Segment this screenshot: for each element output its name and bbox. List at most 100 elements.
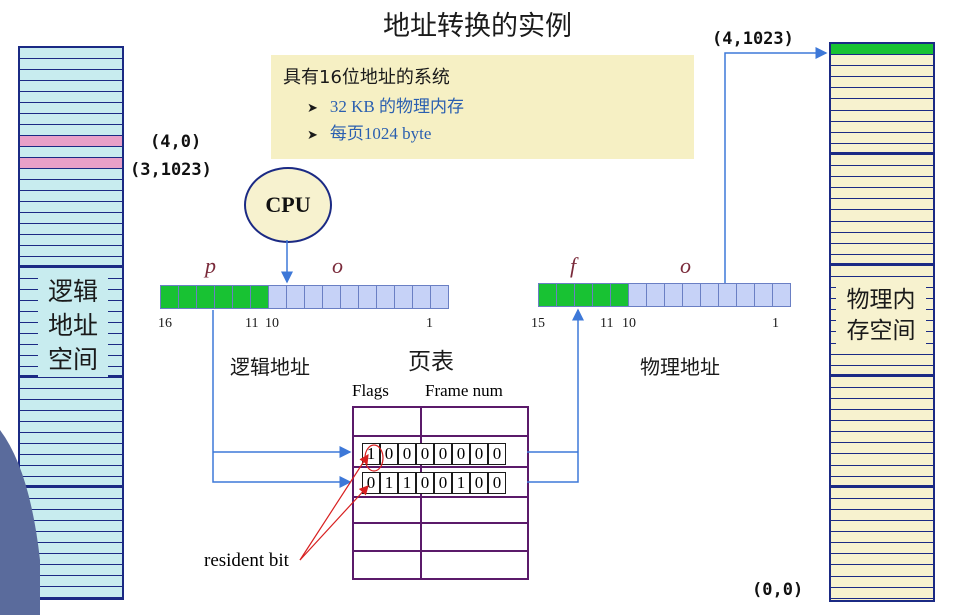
logical-bottom-coord: (3,1023) [130,160,212,180]
address-bit-cell [341,286,359,308]
address-bit-cell [215,286,233,308]
resident-bit-highlight [364,444,384,472]
page-index-arrow [212,310,352,488]
physical-top-coord: (4,1023) [712,29,794,49]
address-bit-cell [773,284,790,306]
address-bit-cell [359,286,377,308]
memory-row [831,588,933,599]
physical-bottom-coord: (0,0) [752,580,804,600]
address-bit-cell [323,286,341,308]
memory-row [20,411,122,422]
memory-row [20,103,122,114]
memory-row [831,266,933,277]
bit-label: 10 [265,316,279,331]
callout-heading: 具有16位地址的系统 [283,67,450,88]
memory-row [20,587,122,598]
address-bit-cell [179,286,197,308]
memory-row [831,466,933,477]
address-bit-cell [197,286,215,308]
logical-space-label-line: 空间 [47,345,98,374]
address-bit-cell [611,284,629,306]
frame-bit-cell: 0 [470,472,488,494]
address-bit-cell [269,286,287,308]
logical-space-label-line: 地址 [47,311,98,340]
memory-row [20,224,122,235]
address-bit-cell [161,286,179,308]
frame-bit-cell: 0 [452,443,470,465]
address-bit-cell [737,284,755,306]
memory-row [20,477,122,488]
bit-label: 1 [426,316,433,331]
frame-bit-cell: 0 [488,472,506,494]
resident-bit-pointer [299,485,369,561]
logical-space-label-line: 逻辑 [47,277,98,306]
address-bit-cell [647,284,665,306]
memory-row [20,202,122,213]
memory-row [20,81,122,92]
callout-bullet-text: 32 KB 的物理内存 [329,97,465,116]
memory-row [20,70,122,81]
page-table-title: 页表 [408,349,454,375]
memory-row [831,554,933,566]
memory-row [20,389,122,400]
logical-top-coord: (4,0) [150,132,202,152]
physical-address-caption: 物理地址 [640,355,720,379]
frame-bit-cell: 0 [470,443,488,465]
memory-row [20,147,122,158]
memory-row [831,111,933,122]
system-info-callout: 具有16位地址的系统 ➤32 KB 的物理内存 ➤每页1024 byte [271,55,694,159]
memory-row [831,244,933,255]
bit-label: 11 [245,316,259,331]
memory-row [831,377,933,388]
memory-row [831,77,933,89]
bit-label: 10 [622,316,636,331]
address-bit-cell [755,284,773,306]
address-bit-cell [557,284,575,306]
memory-row [831,55,933,67]
bit-label: 15 [531,316,545,331]
memory-row [20,565,122,576]
memory-row [20,433,122,444]
memory-row [831,188,933,200]
memory-row [20,235,122,246]
address-bit-cell [593,284,611,306]
callout-bullet-pagesize: ➤每页1024 byte [307,119,431,144]
address-bit-cell [251,286,269,308]
address-bit-cell [233,286,251,308]
address-bit-cell [377,286,395,308]
page-table: 1 0 0 0 0 0 0 0 0 1 1 0 0 1 0 0 [352,406,529,580]
memory-row [831,344,933,355]
memory-row [20,554,122,565]
frame-bit-cell: 1 [452,472,470,494]
memory-row [831,133,933,144]
resident-bit-label: resident bit [204,550,289,571]
memory-row [20,400,122,411]
logical-space-label: 逻辑 地址 空间 [38,275,108,377]
address-bit-cell [701,284,719,306]
frame-number-label: f [570,253,577,278]
frame-bit-cell: 1 [380,472,398,494]
flags-column-header: Flags [352,381,389,400]
memory-row [831,543,933,555]
physical-space-label: 物理内 存空间 [836,285,926,347]
physical-memory-arrow [724,47,828,283]
physical-address-register [538,283,791,307]
memory-row [20,158,122,169]
callout-bullet-memory: ➤32 KB 的物理内存 [307,92,464,117]
memory-row [20,92,122,103]
frame-bit-cell: 0 [398,443,416,465]
frame-bit-cell: 0 [416,443,434,465]
memory-row [20,455,122,466]
address-bit-cell [719,284,737,306]
memory-row [831,155,933,167]
address-bit-cell [413,286,431,308]
memory-row [831,88,933,100]
memory-row [831,210,933,222]
memory-row [831,488,933,499]
memory-row [20,191,122,202]
memory-row [831,510,933,522]
address-bit-cell [305,286,323,308]
memory-row [20,125,122,136]
address-bit-cell [665,284,683,306]
address-bit-cell [683,284,701,306]
